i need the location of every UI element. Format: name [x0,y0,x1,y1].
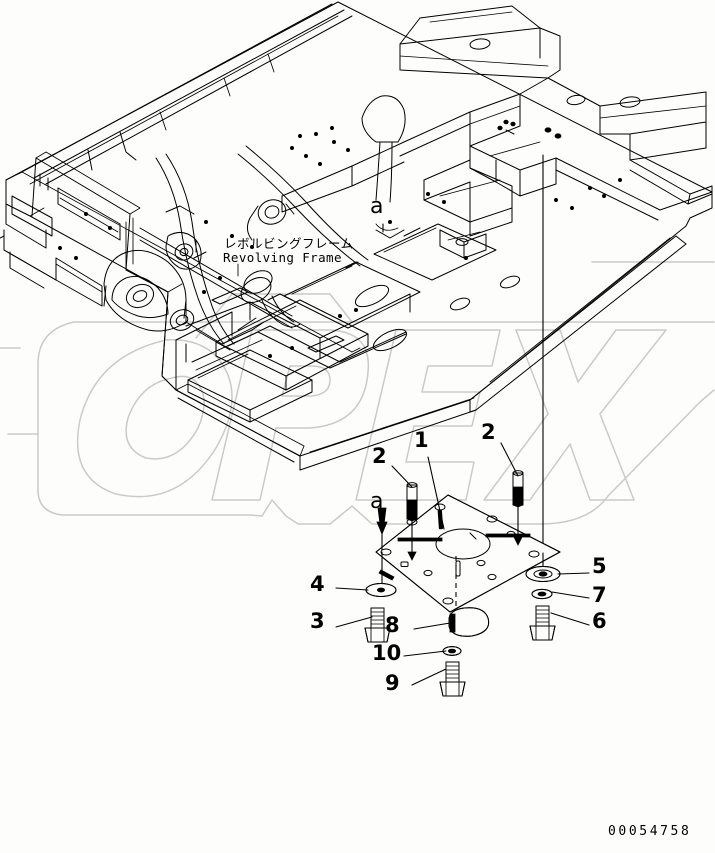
frame-left-rails [17,3,353,185]
frame-center-beams [139,205,293,329]
callout-3: 3 [310,609,325,633]
drawing-number: 00054758 [608,824,692,839]
frame-fastener-dots [58,126,623,358]
part-8-cap [448,556,490,637]
part-1-plate [375,494,561,613]
callout-1: 1 [414,428,429,452]
callout-10: 10 [372,641,402,665]
part-7-washer [531,588,553,600]
marker-a-frame: a [370,194,384,219]
assembly-label-japanese: レボルビングフレーム [224,236,354,251]
callout-9: 9 [385,671,400,695]
frame-front-box [161,261,411,471]
assembly-label-english: Revolving Frame [223,250,342,265]
frame-right-beams [399,5,713,205]
part-4-washer [365,551,397,597]
callout-8: 8 [385,613,400,637]
part-3-bolt [364,607,391,643]
callout-5: 5 [592,554,607,578]
part-2-pin-left [406,482,418,561]
frame-deck-details [187,223,521,423]
callout-2-left: 2 [372,444,387,468]
part-9-bolt [439,661,466,697]
callout-4: 4 [310,572,325,596]
frame-center-cross [281,111,513,259]
opex-watermark [0,261,715,525]
callout-6: 6 [592,609,607,633]
callout-7: 7 [592,583,607,607]
marker-a-plate: a [370,489,384,514]
callout-2-right: 2 [481,420,496,444]
part-6-bolt [529,605,556,641]
frame-rear-box [0,151,169,307]
frame-curved-members [155,95,406,345]
callout-leaders [335,442,590,686]
marker-a-plate-arrow [376,507,388,551]
